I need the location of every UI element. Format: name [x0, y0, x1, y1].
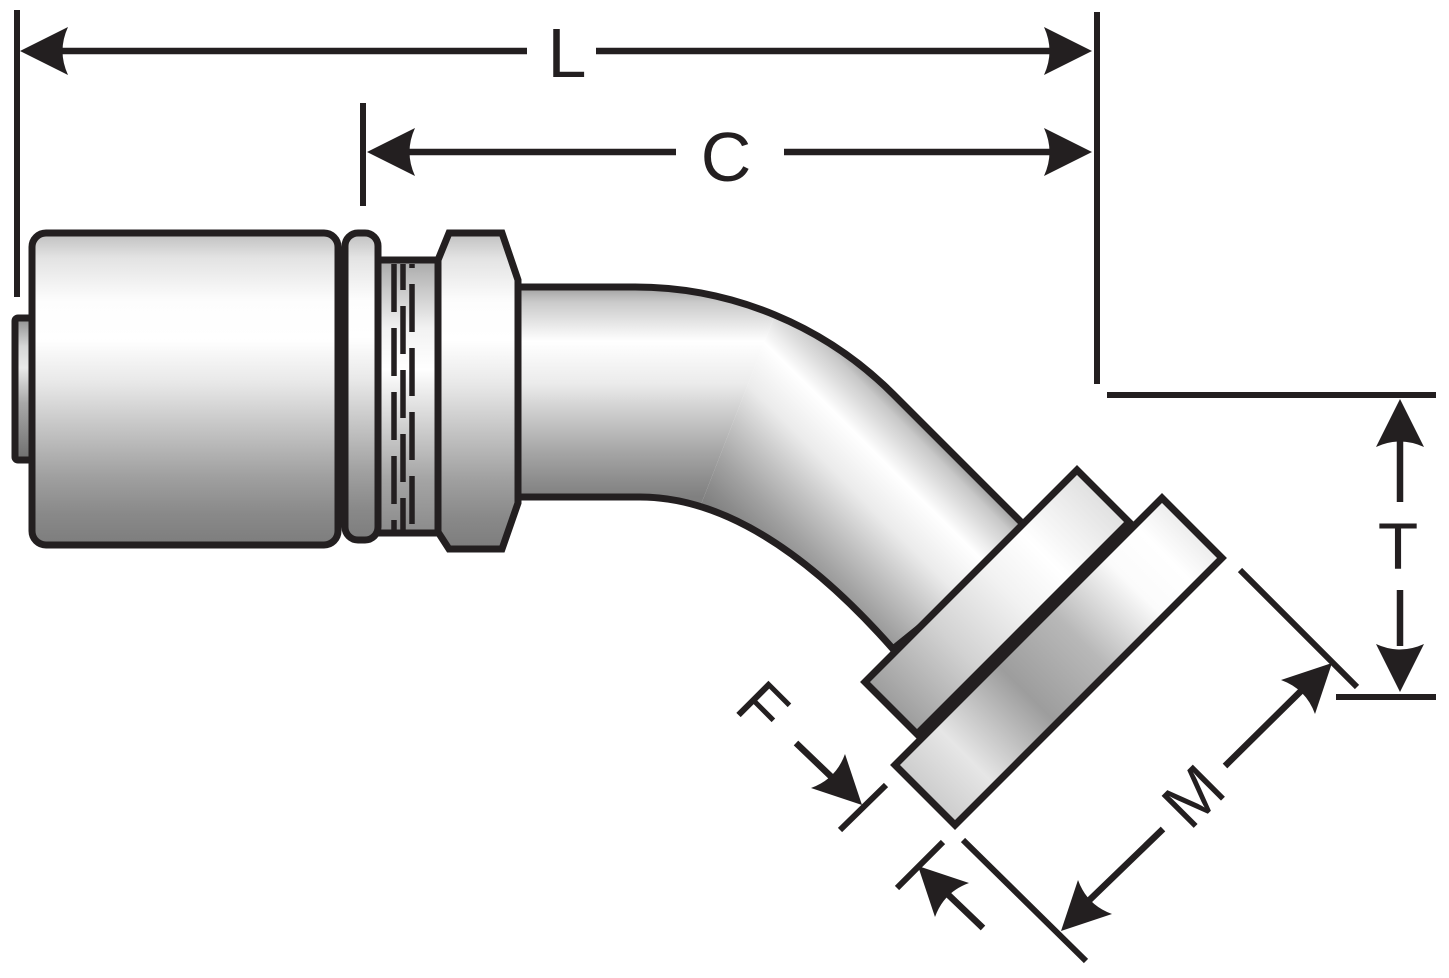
dimension-F-label: F	[723, 667, 804, 748]
dimension-L: L	[14, 10, 1100, 384]
fitting-body	[11, 229, 1227, 830]
elbow-tube-fill-diagonal	[700, 315, 1034, 649]
F-tick-lower	[894, 839, 946, 891]
arrowhead-right-icon	[1044, 27, 1092, 75]
flange-back-collar	[860, 465, 1134, 739]
arrowhead-right-icon	[1044, 128, 1092, 176]
neck-ribs	[391, 264, 415, 530]
arrowhead-left-icon	[367, 128, 415, 176]
F-tick-upper	[837, 782, 889, 833]
ferrule-end-ring	[341, 229, 382, 544]
arrowhead-left-icon	[20, 27, 68, 75]
M-tick-lower	[960, 837, 1089, 964]
M-leader-upper	[1222, 685, 1307, 769]
arrowhead-up-left-icon	[918, 866, 969, 917]
dimension-L-label: L	[548, 14, 587, 92]
crimp-ferrule-shell	[28, 229, 342, 549]
dimension-T: T	[1107, 392, 1436, 700]
dimension-T-label: T	[1378, 509, 1418, 583]
arrowhead-up-icon	[1376, 399, 1424, 447]
dimension-C: C	[360, 103, 1092, 206]
elbow-tube-fill-horizontal	[505, 287, 775, 507]
M-tick-upper	[1237, 567, 1360, 690]
arrowhead-up-right-icon	[1281, 663, 1332, 714]
arrowhead-down-icon	[1376, 644, 1424, 692]
chamfered-collar	[434, 229, 522, 553]
dimension-C-label: C	[701, 118, 752, 196]
arrowhead-down-left-icon	[1061, 880, 1112, 931]
arrowhead-down-right-icon	[811, 754, 862, 805]
flange-head	[890, 493, 1227, 830]
